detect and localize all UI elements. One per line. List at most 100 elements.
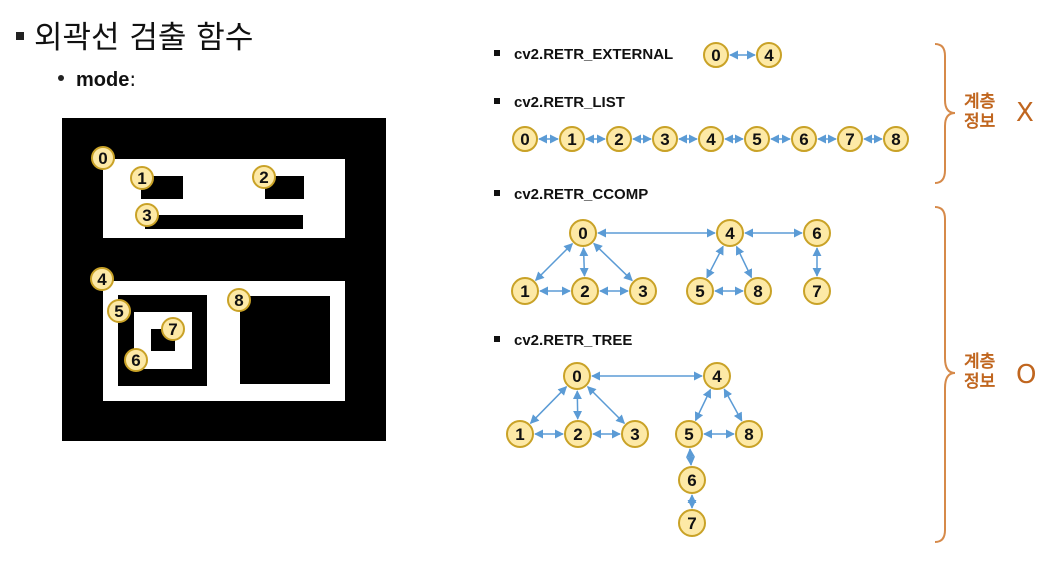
svg-text:3: 3	[638, 282, 647, 301]
svg-text:5: 5	[752, 130, 761, 149]
title-bullet	[16, 31, 24, 40]
svg-text:6: 6	[812, 224, 821, 243]
svg-text:1: 1	[515, 425, 524, 444]
list-node-7: 7	[837, 126, 863, 152]
contour-3-shape	[145, 215, 303, 229]
edge-2-0	[579, 247, 589, 277]
svg-text:8: 8	[753, 282, 762, 301]
graph-ccomp: 0 1 2 3 4 5 8 6 7	[511, 219, 831, 305]
tree-node-3: 3	[621, 420, 649, 448]
svg-text:4: 4	[725, 224, 735, 243]
contour-8-shape	[240, 296, 330, 384]
contour-label-7: 7	[161, 317, 185, 341]
ccomp-node-2: 2	[571, 277, 599, 305]
hierarchy-group-x: 계층 정보	[964, 92, 995, 132]
external-node-4: 4	[756, 42, 782, 68]
ccomp-node-3: 3	[629, 277, 657, 305]
svg-text:8: 8	[744, 425, 753, 444]
ccomp-node-7: 7	[803, 277, 831, 305]
svg-text:4: 4	[97, 270, 107, 289]
svg-text:3: 3	[660, 130, 669, 149]
ccomp-node-0: 0	[569, 219, 597, 247]
hierarchy-label-line1: 계층	[964, 352, 996, 372]
svg-text:7: 7	[687, 514, 696, 533]
edge-5-6	[686, 448, 695, 466]
edge-3-0	[586, 385, 626, 425]
svg-text:3: 3	[630, 425, 639, 444]
list-node-1: 1	[559, 126, 585, 152]
svg-text:7: 7	[168, 320, 177, 339]
svg-text:0: 0	[711, 46, 720, 65]
mode-bullet	[494, 50, 500, 57]
title-text: 외곽선 검출 함수	[34, 20, 254, 56]
edge-8-4	[735, 245, 753, 279]
contour-label-3: 3	[135, 203, 159, 227]
tree-node-6: 6	[678, 466, 706, 494]
tree-node-0: 0	[563, 362, 591, 390]
svg-text:4: 4	[712, 367, 722, 386]
svg-text:8: 8	[234, 291, 243, 310]
tree-node-5: 5	[675, 420, 703, 448]
list-node-2: 2	[606, 126, 632, 152]
external-node-0: 0	[703, 42, 729, 68]
list-node-0: 0	[512, 126, 538, 152]
svg-text:4: 4	[764, 46, 774, 65]
tree-node-1: 1	[506, 420, 534, 448]
svg-text:2: 2	[259, 168, 268, 187]
svg-text:6: 6	[799, 130, 808, 149]
hierarchy-mark-x: X	[1016, 98, 1034, 128]
contour-label-1: 1	[130, 166, 154, 190]
tree-node-2: 2	[564, 420, 592, 448]
svg-text:5: 5	[684, 425, 693, 444]
svg-text:0: 0	[578, 224, 587, 243]
subtitle-sep: :	[129, 67, 137, 91]
slide-title: 외곽선 검출 함수	[16, 12, 253, 57]
mode-list-label: cv2.RETR_LIST	[494, 94, 625, 111]
contour-label-8: 8	[227, 288, 251, 312]
svg-text:7: 7	[812, 282, 821, 301]
brace-hierarchy	[934, 206, 956, 543]
edge-0-1	[529, 386, 568, 424]
svg-text:6: 6	[131, 351, 140, 370]
svg-text:4: 4	[706, 130, 716, 149]
svg-text:1: 1	[567, 130, 576, 149]
mode-external-label: cv2.RETR_EXTERNAL	[494, 46, 673, 63]
svg-text:5: 5	[695, 282, 704, 301]
edge-8-4	[723, 388, 743, 422]
list-node-4: 4	[698, 126, 724, 152]
svg-text:1: 1	[137, 169, 146, 188]
svg-text:0: 0	[520, 130, 529, 149]
svg-text:7: 7	[845, 130, 854, 149]
svg-text:0: 0	[572, 367, 581, 386]
ccomp-node-1: 1	[511, 277, 539, 305]
edge-4-5	[694, 388, 712, 422]
contour-label-5: 5	[107, 299, 131, 323]
subtitle-key: mode	[76, 69, 130, 91]
list-node-6: 6	[791, 126, 817, 152]
mode-bullet	[494, 336, 500, 343]
contour-label-6: 6	[124, 348, 148, 372]
svg-text:1: 1	[520, 282, 529, 301]
mode-subtitle: mode:	[58, 67, 136, 92]
list-node-5: 5	[744, 126, 770, 152]
brace-no-hierarchy	[934, 43, 956, 184]
ccomp-node-6: 6	[803, 219, 831, 247]
subtitle-bullet	[58, 74, 64, 81]
mode-list-text: cv2.RETR_LIST	[514, 94, 625, 111]
mode-ccomp-text: cv2.RETR_CCOMP	[514, 186, 649, 203]
mode-tree-label: cv2.RETR_TREE	[494, 332, 632, 349]
tree-node-4: 4	[703, 362, 731, 390]
mode-external-text: cv2.RETR_EXTERNAL	[514, 46, 674, 63]
svg-text:5: 5	[114, 302, 123, 321]
hierarchy-mark-o: O	[1016, 360, 1037, 390]
contour-label-4: 4	[90, 267, 114, 291]
tree-node-7: 7	[678, 509, 706, 537]
edge-0-1	[534, 242, 574, 282]
mode-bullet	[494, 190, 500, 197]
ccomp-node-5: 5	[686, 277, 714, 305]
edge-3-0	[593, 242, 633, 282]
ccomp-node-8: 8	[744, 277, 772, 305]
svg-text:8: 8	[891, 130, 900, 149]
